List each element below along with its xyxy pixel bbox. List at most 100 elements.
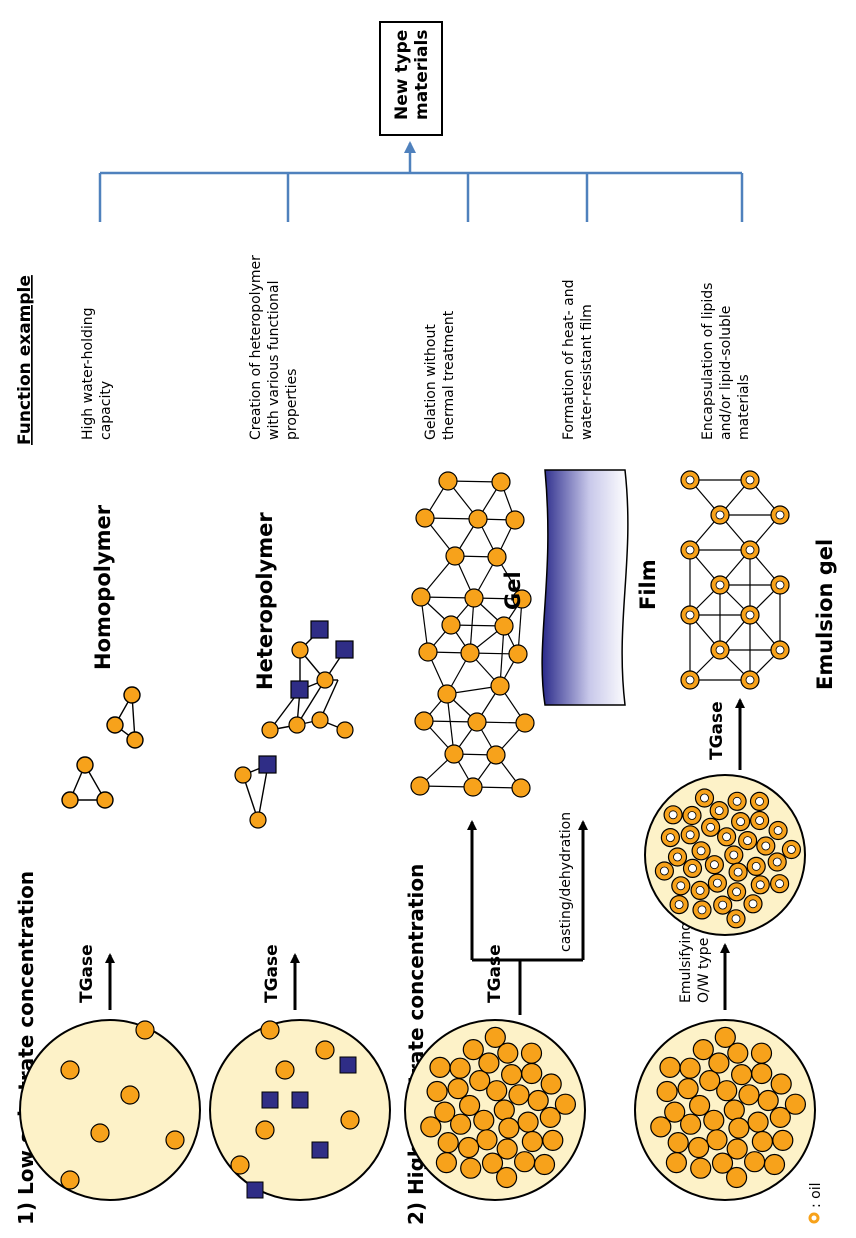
gel-particle bbox=[467, 712, 487, 732]
substrate-dot bbox=[747, 1111, 769, 1133]
oil-core bbox=[715, 580, 725, 590]
function-3: Gelation without thermal treatment bbox=[423, 310, 457, 440]
substrate-dot bbox=[708, 1052, 730, 1074]
oil-core bbox=[714, 806, 724, 815]
gel-particle bbox=[464, 588, 484, 608]
substrate-dot bbox=[434, 1101, 456, 1123]
substrate-dot bbox=[770, 1073, 792, 1095]
function-3-line-1: Gelation without bbox=[423, 324, 439, 440]
function-4: Formation of heat- and water-resistant f… bbox=[561, 275, 595, 440]
substrate-dot bbox=[469, 1069, 491, 1092]
substrate-dot bbox=[533, 1153, 556, 1176]
oil-core bbox=[736, 817, 745, 826]
gel-particle bbox=[444, 744, 464, 764]
oil-core bbox=[685, 675, 695, 685]
film-label: Film bbox=[636, 559, 660, 610]
oil-core bbox=[775, 580, 785, 590]
substrate-dot bbox=[527, 1089, 549, 1112]
substrate-dot bbox=[135, 1020, 155, 1040]
function-5: Encapsulation of lipids and/or lipid-sol… bbox=[700, 278, 752, 440]
substrate-dot bbox=[458, 1136, 480, 1159]
oil-core bbox=[660, 866, 669, 876]
heteropolymer-units bbox=[234, 620, 354, 829]
oil-core bbox=[729, 850, 739, 860]
substrate-dot bbox=[520, 1042, 543, 1064]
oil-core bbox=[755, 816, 764, 825]
oil-legend-label: : oil bbox=[808, 1182, 824, 1208]
substrate-dot bbox=[750, 1042, 773, 1064]
function-2-line-3: properties bbox=[284, 369, 300, 440]
gel-particle bbox=[512, 589, 532, 609]
oil-core bbox=[775, 645, 785, 655]
substrate-dot bbox=[667, 1131, 689, 1154]
heteropolymer-label: Heteropolymer bbox=[253, 512, 277, 690]
oil-core bbox=[676, 881, 686, 891]
substrate-dot bbox=[459, 1094, 481, 1117]
substrate-square bbox=[246, 1181, 264, 1199]
substrate-dot bbox=[784, 1093, 807, 1115]
tgase-label-2: TGase bbox=[262, 944, 282, 1003]
oil-core bbox=[668, 810, 678, 820]
gel-particle bbox=[445, 546, 465, 566]
substrate-dot bbox=[493, 1099, 515, 1121]
substrate-dot bbox=[738, 1084, 760, 1106]
substrate-dot bbox=[716, 1080, 738, 1102]
oil-core bbox=[745, 475, 755, 485]
substrate-dot bbox=[656, 1080, 678, 1103]
substrate-dot bbox=[498, 1117, 520, 1139]
oil-core bbox=[687, 811, 697, 820]
substrate-dot bbox=[727, 1042, 749, 1064]
substrate-dot bbox=[435, 1151, 457, 1174]
oil-core bbox=[733, 867, 743, 877]
function-2-line-1: Creation of heteropolymer bbox=[248, 255, 264, 440]
substrate-dot bbox=[60, 1060, 80, 1080]
substrate-dots-3 bbox=[420, 1026, 577, 1189]
oil-core bbox=[674, 900, 684, 909]
gel-network bbox=[410, 471, 535, 798]
gel-particle bbox=[411, 587, 431, 607]
gel-particle bbox=[486, 745, 506, 765]
substrate-dot bbox=[450, 1113, 472, 1135]
substrate-dot bbox=[476, 1129, 498, 1151]
oil-core bbox=[697, 905, 707, 915]
gel-particle bbox=[437, 684, 457, 704]
gel-particle bbox=[410, 776, 430, 796]
function-1-line-1: High water-holding bbox=[80, 307, 96, 440]
homopolymer-label: Homopolymer bbox=[91, 504, 115, 670]
gel-particle bbox=[487, 547, 507, 567]
substrate-dot bbox=[90, 1123, 110, 1143]
oil-core bbox=[748, 899, 758, 909]
gel-label: Gel bbox=[501, 571, 525, 610]
substrate-dot bbox=[687, 1136, 710, 1159]
substrate-dot bbox=[665, 1151, 688, 1174]
casting-label: casting/dehydration bbox=[558, 812, 574, 952]
substrate-dot bbox=[692, 1038, 714, 1061]
substrate-dot bbox=[521, 1130, 544, 1153]
substrate-dot bbox=[679, 1057, 701, 1079]
substrate-dot bbox=[255, 1120, 275, 1140]
substrate-dot bbox=[542, 1129, 564, 1152]
substrate-square bbox=[339, 1056, 357, 1074]
new-materials-line-1: New type bbox=[392, 30, 412, 120]
substrate-dot bbox=[706, 1129, 728, 1151]
oil-core bbox=[775, 879, 784, 889]
gel-particle bbox=[515, 713, 535, 733]
function-4-line-2: water-resistant film bbox=[579, 304, 595, 440]
substrate-dot bbox=[659, 1056, 681, 1079]
substrate-dot bbox=[473, 1109, 495, 1131]
substrate-dot bbox=[714, 1026, 736, 1049]
new-materials-line-2: materials bbox=[412, 30, 432, 120]
substrate-dot bbox=[315, 1040, 335, 1060]
substrate-dot bbox=[690, 1157, 712, 1179]
gel-particle bbox=[441, 615, 461, 635]
substrate-dot bbox=[165, 1130, 185, 1150]
network-link bbox=[446, 693, 455, 755]
substrate-dot bbox=[484, 1026, 506, 1049]
section-low-title: 1) Low substrate concentration bbox=[14, 871, 38, 1225]
substrate-dot bbox=[447, 1077, 469, 1100]
substrate-dots-1 bbox=[60, 1020, 185, 1190]
substrate-dot bbox=[679, 1113, 702, 1135]
gel-particle bbox=[463, 777, 483, 797]
substrate-square bbox=[291, 1091, 309, 1109]
